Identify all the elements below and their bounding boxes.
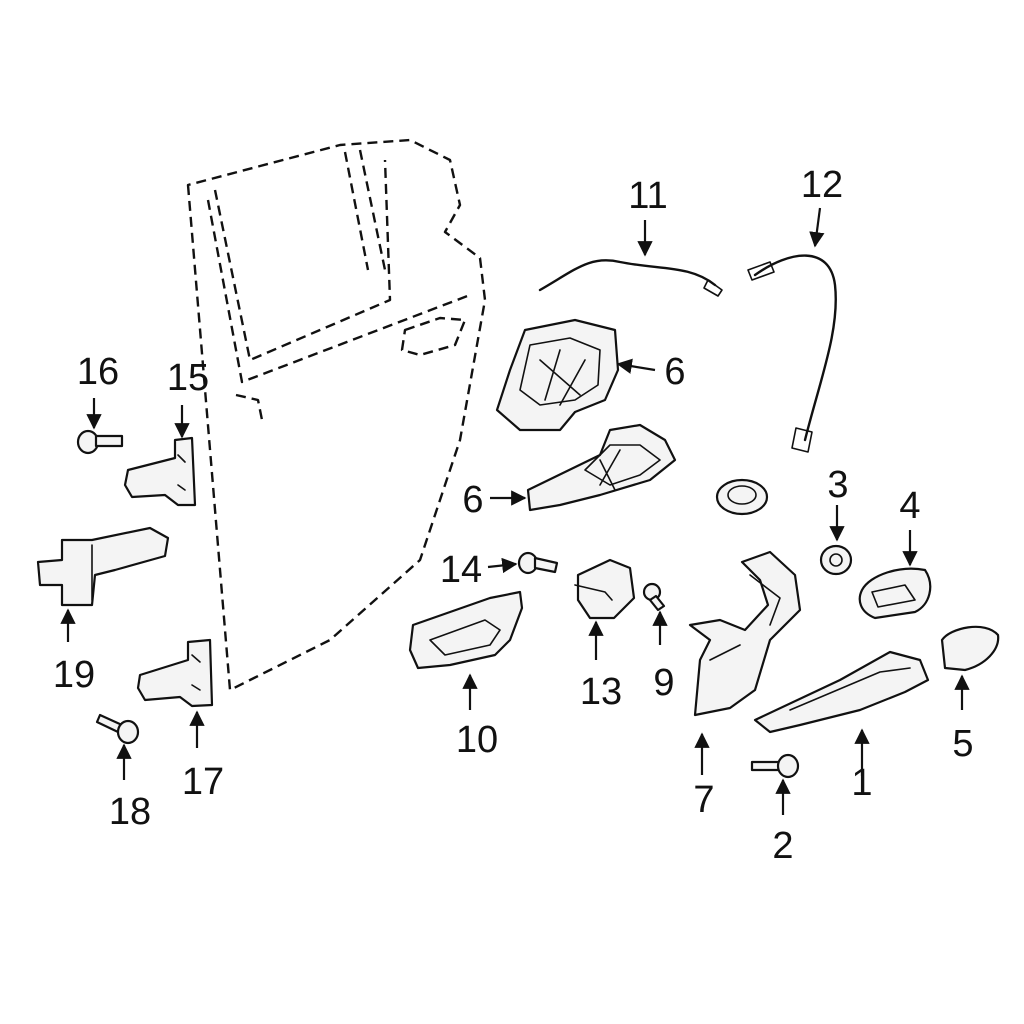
part-19-door-check bbox=[36, 526, 170, 607]
callout-16: 16 bbox=[77, 351, 119, 393]
part-16-bolt bbox=[76, 429, 124, 455]
part-13-striker bbox=[574, 558, 636, 620]
callout-5: 5 bbox=[952, 723, 973, 765]
part-15-upper-hinge bbox=[123, 436, 197, 507]
callout-11: 11 bbox=[628, 175, 667, 217]
callout-6-upper: 6 bbox=[664, 351, 685, 393]
part-6-latch-actuator-upper bbox=[495, 318, 620, 432]
part-3-grommet-large bbox=[715, 478, 769, 516]
part-9-screw bbox=[642, 582, 666, 612]
part-1-outside-handle bbox=[753, 650, 930, 734]
part-17-lower-hinge bbox=[136, 638, 214, 708]
callout-labels: 1 2 3 4 5 6 6 7 9 10 11 12 13 14 15 16 1… bbox=[53, 164, 974, 867]
callout-12: 12 bbox=[801, 164, 843, 206]
callout-15: 15 bbox=[167, 357, 209, 399]
part-10-inside-handle bbox=[408, 590, 524, 670]
part-2-bolt bbox=[750, 753, 800, 779]
part-18-bolt bbox=[95, 713, 140, 745]
callout-14: 14 bbox=[440, 549, 482, 591]
part-5-end-cap bbox=[940, 625, 1000, 672]
part-3-grommet-small bbox=[819, 544, 853, 576]
callout-1: 1 bbox=[851, 762, 872, 804]
callout-9: 9 bbox=[653, 662, 674, 704]
rear-door-outline bbox=[186, 138, 487, 692]
part-4-escutcheon bbox=[858, 567, 932, 620]
callout-3: 3 bbox=[827, 464, 848, 506]
callout-7: 7 bbox=[693, 779, 714, 821]
leader-arrows bbox=[60, 207, 970, 815]
callout-2: 2 bbox=[772, 825, 793, 867]
callout-17: 17 bbox=[182, 761, 224, 803]
part-6-handle-frame-lower bbox=[526, 423, 677, 512]
callout-6-lower: 6 bbox=[462, 479, 483, 521]
part-7-bracket bbox=[688, 550, 802, 717]
callout-13: 13 bbox=[580, 671, 622, 713]
callout-10: 10 bbox=[456, 719, 498, 761]
part-11-cable bbox=[538, 259, 723, 297]
callout-19: 19 bbox=[53, 654, 95, 696]
callout-18: 18 bbox=[109, 791, 151, 833]
part-14-bolt bbox=[517, 551, 559, 575]
part-12-cable bbox=[747, 254, 837, 453]
callout-4: 4 bbox=[899, 485, 920, 527]
